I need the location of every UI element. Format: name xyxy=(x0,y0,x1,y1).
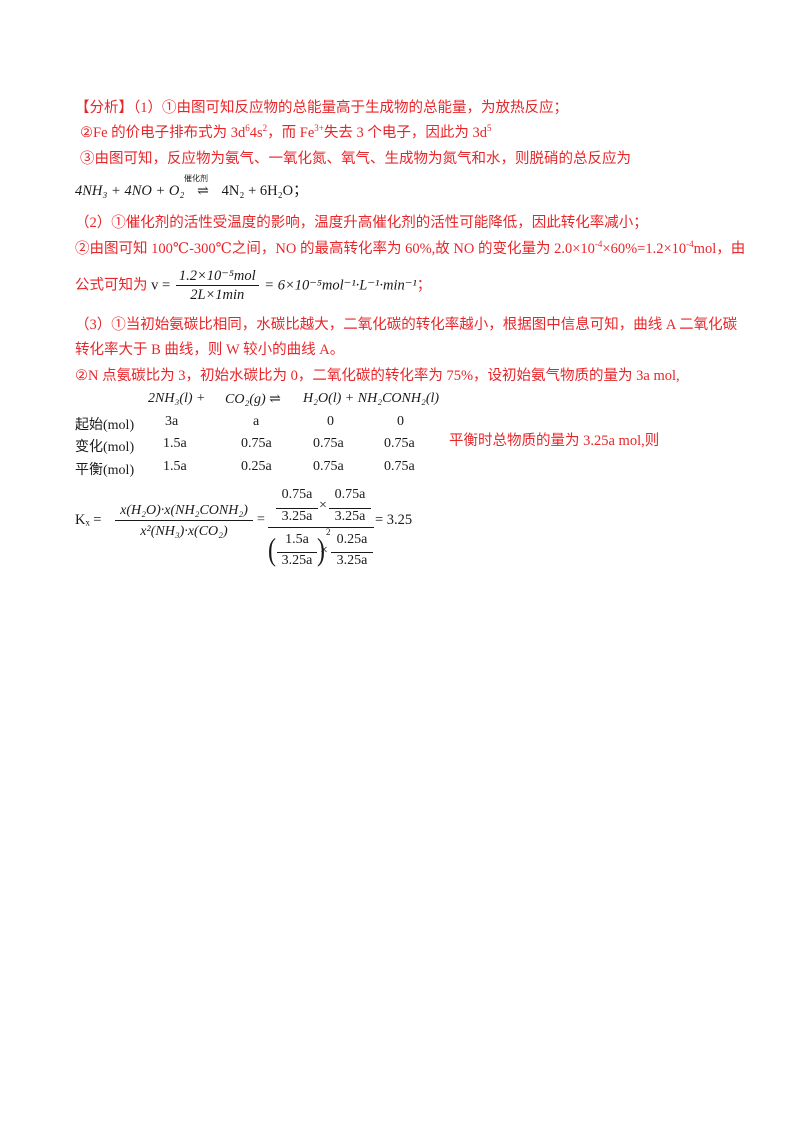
kx-term: 3.25a xyxy=(276,508,318,525)
table-header-products: H₂O(l) + NH₂CONH₂(l) xyxy=(303,391,440,406)
kx-square: 2 xyxy=(326,527,331,537)
table-row-label: 起始(mol) xyxy=(75,418,135,433)
kx-term: 3.25a xyxy=(331,552,373,569)
analysis-line-2: ②Fe 的价电子排布式为 3d64s2，而 Fe3+失去 3 个电子，因此为 3… xyxy=(80,123,492,141)
table-cell: 1.5a xyxy=(163,459,187,474)
analysis-line-4: （2）①催化剂的活性受温度的影响，温度升高催化剂的活性可能降低，因此转化率减小； xyxy=(75,215,648,231)
analysis-line-5: ②由图可知 100℃-300℃之间，NO 的最高转化率为 60%,故 NO 的变… xyxy=(75,239,746,257)
table-cell: 3a xyxy=(165,414,179,429)
kx-term: 0.25a xyxy=(336,532,368,547)
kx-equals: = xyxy=(257,512,265,527)
table-cell: 0.75a xyxy=(313,436,344,451)
table-cell: 1.5a xyxy=(163,436,187,451)
equilibrium-total-note: 平衡时总物质的量为 3.25a mol,则 xyxy=(449,433,660,449)
table-row-label: 平衡(mol) xyxy=(75,463,135,478)
analysis-line-3: ③由图可知，反应物为氨气、一氧化氮、氧气、生成物为氮气和水，则脱硝的总反应为 xyxy=(80,151,631,167)
table-cell: 0.75a xyxy=(384,459,415,474)
kx-term: 0.75a xyxy=(334,487,366,502)
table-row-label: 变化(mol) xyxy=(75,440,135,455)
table-cell: 0.75a xyxy=(384,436,415,451)
analysis-line-8: ②N 点氨碳比为 3，初始水碳比为 0，二氧化碳的转化率为 75%，设初始氨气物… xyxy=(75,368,680,384)
kx-denominator: x²(NH₃)·x(CO₂) xyxy=(140,524,228,539)
table-cell: 0.75a xyxy=(241,436,272,451)
kx-times: × xyxy=(319,498,327,513)
kx-numerator: x(H₂O)·x(NH₂CONH₂) xyxy=(115,502,253,521)
analysis-line-1: 【分析】（1）①由图可知反应物的总能量高于生成物的总能量，为放热反应； xyxy=(75,100,568,116)
catalyst-arrow: 催化剂 ⇌ xyxy=(184,174,209,199)
denitration-equation: 4NH₃ + 4NO + O₂ 催化剂 ⇌ 4N₂ + 6H₂O； xyxy=(75,174,308,199)
kx-term: 3.25a xyxy=(329,508,371,525)
analysis-label: 【分析】 xyxy=(75,100,133,116)
kx-lhs: Kₓ = xyxy=(75,512,102,528)
rate-formula-line: 公式可知为 v = 1.2×10⁻⁵mol 2L×1min = 6×10⁻⁵mo… xyxy=(75,267,432,304)
analysis-line-7: 转化率大于 B 曲线，则 W 较小的曲线 A。 xyxy=(75,342,345,358)
kx-term: 1.5a xyxy=(285,532,309,547)
table-header-reactant-1: 2NH₃(l) + xyxy=(148,391,206,406)
kx-term: 0.75a xyxy=(281,487,313,502)
rate-fraction: 1.2×10⁻⁵mol 2L×1min xyxy=(175,267,259,304)
analysis-line-6: （3）①当初始氨碳比相同，水碳比越大，二氧化碳的转化率越小，根据图中信息可知，曲… xyxy=(75,317,738,333)
kx-right-paren: ) xyxy=(317,534,325,568)
kx-left-paren: ( xyxy=(268,534,276,568)
kx-term: 3.25a xyxy=(277,552,317,569)
table-cell: 0 xyxy=(327,414,334,429)
kx-main-fraction-bar xyxy=(268,527,374,528)
kx-result: = 3.25 xyxy=(375,512,413,528)
table-header-reactant-2: CO₂(g) ⇌ xyxy=(225,392,281,407)
kx-times: × xyxy=(320,543,328,558)
table-cell: 0.75a xyxy=(313,459,344,474)
table-cell: 0 xyxy=(397,414,404,429)
table-cell: a xyxy=(253,414,260,429)
table-cell: 0.25a xyxy=(241,459,272,474)
